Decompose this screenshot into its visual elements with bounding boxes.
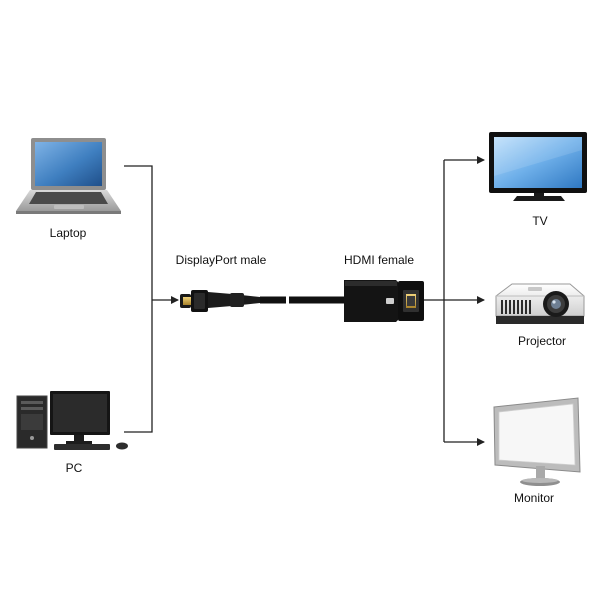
laptop-icon (16, 138, 121, 214)
tv-icon (489, 132, 587, 201)
laptop-label: Laptop (49, 226, 87, 240)
pc-label: PC (65, 461, 83, 475)
monitor-icon (493, 397, 581, 486)
desktop-pc-icon (16, 391, 128, 450)
projector-label: Projector (517, 334, 567, 348)
hdmi-label: HDMI female (343, 253, 415, 267)
output-connector-lines (424, 156, 485, 446)
tv-label: TV (532, 214, 548, 228)
displayport-to-hdmi-adapter-icon (180, 280, 424, 322)
source-connector-lines (124, 165, 179, 433)
displayport-label: DisplayPort male (175, 253, 267, 267)
monitor-label: Monitor (513, 491, 555, 505)
projector-icon (495, 283, 585, 324)
